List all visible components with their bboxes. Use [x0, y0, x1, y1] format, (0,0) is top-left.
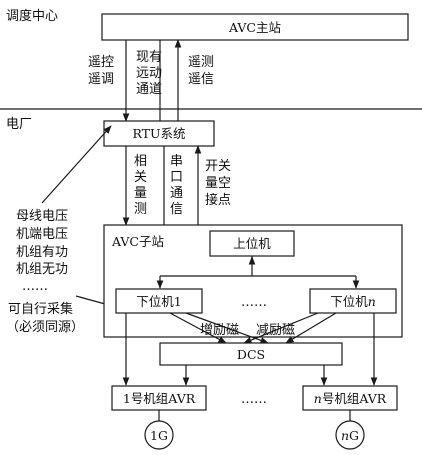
svg-text:通: 通: [170, 186, 183, 201]
related-measure-label: 相 关 量 测: [134, 154, 147, 217]
svg-text:遥控: 遥控: [88, 55, 114, 70]
svg-text:关: 关: [134, 170, 147, 185]
svg-text:机组有功: 机组有功: [16, 245, 68, 260]
serial-comm-label: 串 口 通 信: [170, 154, 183, 217]
svg-text:相: 相: [134, 154, 147, 169]
svg-text:接点: 接点: [205, 192, 231, 208]
dcs-label: DCS: [237, 347, 265, 362]
lowern-decrease-arrow: [285, 312, 337, 344]
telemetry-label: 遥测 遥信: [188, 55, 214, 87]
avc-master-box: [101, 13, 409, 41]
svg-text:现有: 现有: [136, 50, 162, 65]
switch-contact-label: 开关 量空 接点: [205, 159, 231, 208]
dcs-box: [159, 342, 343, 366]
svg-text:量: 量: [134, 186, 147, 201]
svg-text:机组无功: 机组无功: [16, 262, 68, 277]
svg-text:量空: 量空: [205, 176, 231, 191]
notes-to-rtu-arrow: [41, 125, 112, 204]
lower-unit-1-box: [115, 288, 203, 314]
svg-text:遥信: 遥信: [188, 72, 214, 87]
svg-text:机端电压: 机端电压: [16, 227, 68, 242]
avc-master-label: AVC主站: [228, 20, 281, 35]
generator-1-label: 1G: [150, 428, 168, 443]
svg-text:远动: 远动: [136, 66, 162, 81]
host-label: 上位机: [233, 236, 271, 251]
lower1-increase-arrow: [169, 312, 227, 344]
avr-n-label: n号机组AVR: [314, 391, 387, 406]
lower-units-ellipsis: ……: [241, 295, 267, 310]
svg-text:串: 串: [170, 154, 183, 169]
host-box: [209, 230, 295, 257]
avc-substation-label: AVC子站: [111, 234, 164, 249]
svg-text:（必须同源）: （必须同源）: [6, 320, 84, 335]
zone-dispatch-center: 调度中心: [6, 8, 58, 24]
svg-text:遥调: 遥调: [88, 72, 114, 87]
generator-n-circle: [335, 420, 365, 450]
remote-control-label: 遥控 遥调: [88, 55, 114, 87]
svg-text:口: 口: [170, 170, 183, 185]
svg-text:可自行采集: 可自行采集: [8, 301, 73, 317]
decrease-excitation-label: 减励磁: [256, 323, 295, 338]
generator-1-circle: [144, 420, 174, 450]
svg-text:信: 信: [170, 202, 183, 217]
comm-channel-label: 现有 远动 通道: [136, 50, 162, 97]
increase-excitation-label: 增励磁: [200, 323, 239, 338]
svg-text:开关: 开关: [205, 159, 231, 174]
svg-text:……: ……: [22, 279, 48, 294]
svg-text:测: 测: [134, 202, 147, 217]
svg-text:通道: 通道: [136, 82, 162, 97]
lower1-decrease-arrow: [185, 312, 269, 344]
avr-n-box: [302, 385, 398, 411]
lowern-increase-arrow: [243, 312, 319, 344]
lower-unit-n-label: 下位机n: [330, 294, 376, 309]
rtu-label: RTU系统: [132, 126, 185, 141]
avr-1-box: [111, 385, 207, 411]
zone-power-plant: 电厂: [6, 117, 32, 132]
lower-unit-n-box: [309, 288, 397, 314]
svg-text:遥测: 遥测: [188, 55, 214, 70]
rtu-box: [103, 120, 215, 147]
svg-text:母线电压: 母线电压: [16, 209, 68, 224]
generator-n-label: nG: [341, 428, 359, 443]
measurement-notes: 母线电压 机端电压 机组有功 机组无功 …… 可自行采集 （必须同源）: [6, 209, 84, 335]
avr-ellipsis: ……: [241, 392, 267, 407]
avr-1-label: 1号机组AVR: [123, 391, 196, 406]
lower-unit-1-label: 下位机1: [136, 294, 181, 309]
